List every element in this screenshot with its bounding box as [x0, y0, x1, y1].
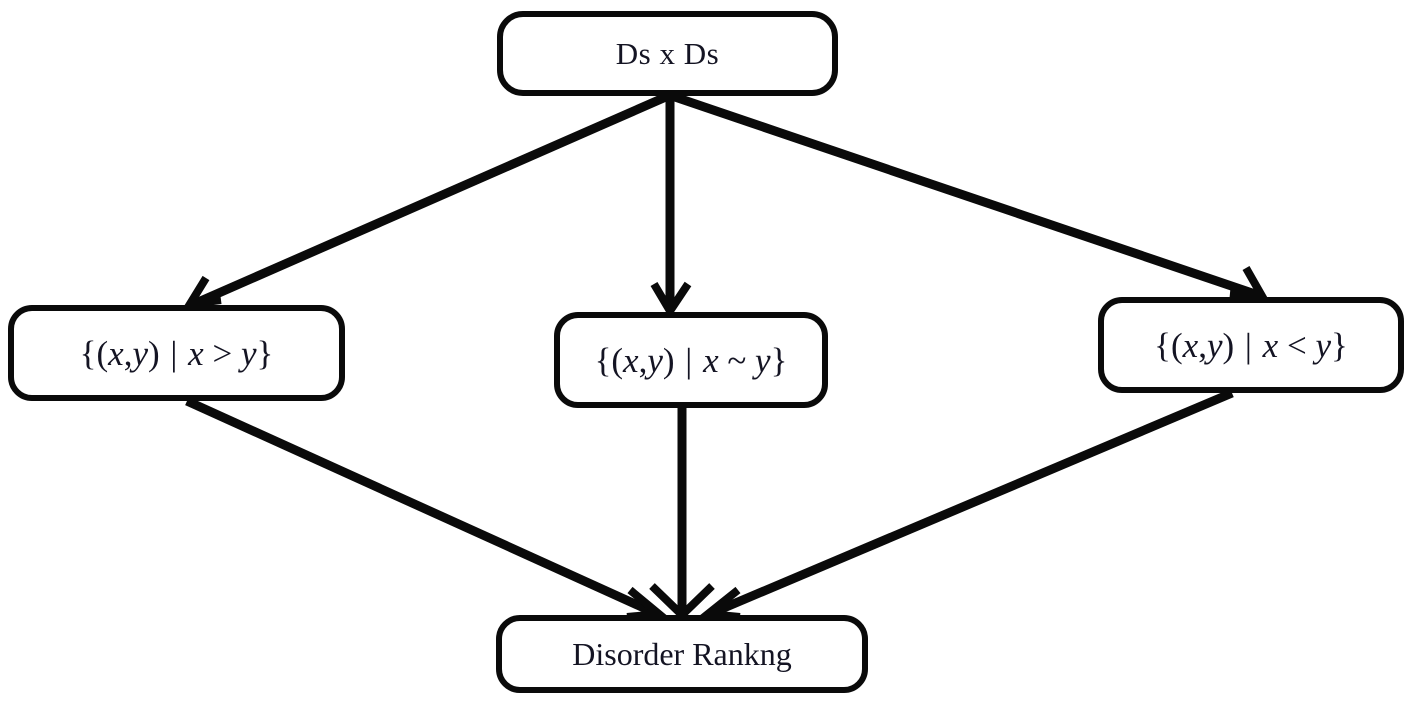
edge-root-to-greater [182, 91, 670, 310]
node-disorder-ranking[interactable]: Disorder Rankng [496, 615, 868, 693]
edge-root-to-similar [650, 96, 692, 319]
edge-root-to-less [670, 91, 1270, 301]
node-label-root: Ds x Ds [615, 36, 720, 71]
edge-greater-to-result [185, 396, 669, 621]
node-ds-cross-ds[interactable]: Ds x Ds [497, 11, 838, 96]
node-relation-similar-to[interactable]: {(x,y) | x ~ y} [554, 312, 828, 408]
node-label-greater: {(x,y) | x > y} [79, 333, 274, 373]
edge-less-to-result [697, 388, 1234, 621]
edge-similar-to-result [649, 408, 715, 621]
node-label-similar: {(x,y) | x ~ y} [594, 340, 788, 380]
node-label-result: Disorder Rankng [572, 636, 792, 672]
node-relation-greater-than[interactable]: {(x,y) | x > y} [8, 305, 345, 401]
node-relation-less-than[interactable]: {(x,y) | x < y} [1098, 297, 1404, 393]
node-label-less: {(x,y) | x < y} [1154, 325, 1348, 365]
